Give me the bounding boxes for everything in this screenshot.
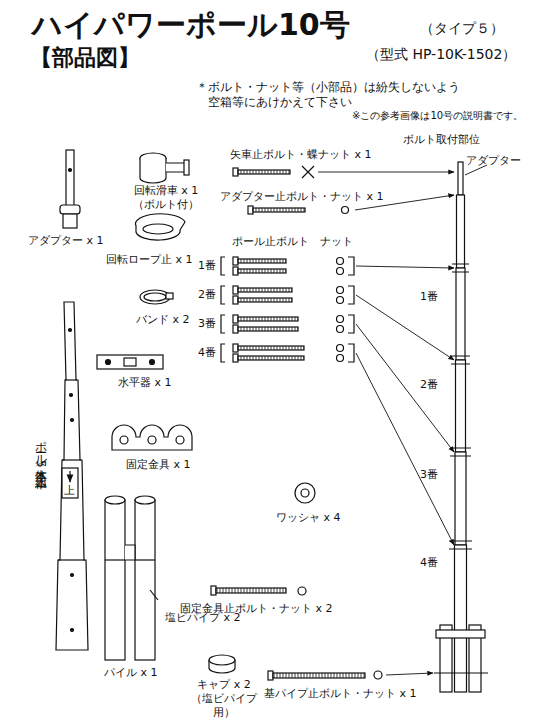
part-label: 1番 [198, 259, 216, 273]
part-label: ポール本体（5本組） x 1 [33, 432, 48, 490]
part-label: アダプター止ボルト・ナット x 1 [220, 190, 384, 204]
part-label: 基パイプ止ボルト・ナット x 1 [264, 687, 417, 701]
part-label: キャプ x 2 （塩ビパイプ用） [186, 678, 262, 719]
part-label: アダプター x 1 [28, 234, 104, 248]
part-label: 回転ロープ止 x 1 [106, 253, 193, 267]
part-label: （タイプ５） [420, 20, 504, 38]
part-label: 3番 [420, 468, 438, 482]
band-part [140, 290, 173, 304]
part-label: ＊ボルト・ナット等（小部品）は紛失しないよう 空箱等にあけかえて下さい [196, 80, 470, 110]
part-label: 1番 [420, 290, 438, 304]
pole-assembly [434, 162, 488, 692]
nut-set [221, 257, 354, 362]
part-label: パイル x 1 [104, 666, 158, 680]
pile-part [105, 496, 158, 660]
title: ハイパワーポール10号 [32, 6, 350, 44]
part-label: 水平器 x 1 [118, 376, 172, 390]
pole-body [56, 302, 88, 650]
part-label: 2番 [198, 288, 216, 302]
part-label: 矢車止ボルト・蝶ナット x 1 [230, 148, 372, 162]
cap-part [209, 655, 235, 673]
part-label: ワッシャ x 4 [276, 511, 341, 525]
part-label: 固定金具 x 1 [126, 458, 191, 472]
level-part [97, 355, 163, 369]
part-label: ボルト取付部位 [403, 133, 480, 147]
part-label: ポール止ボルト ナット [232, 235, 353, 249]
part-label: アダプター [466, 154, 521, 168]
part-label: 4番 [198, 346, 216, 360]
part-label: 回転滑車 x 1 （ボルト付） [128, 184, 204, 212]
washer-part [295, 483, 315, 503]
part-label: 上 [64, 484, 75, 498]
part-label: 【部品図】 [30, 44, 140, 72]
part-label: バンド x 2 [136, 313, 190, 327]
rope-stop-part [136, 214, 185, 240]
part-label: 4番 [420, 556, 438, 570]
part-label: （型式 HP-10K-1502） [366, 46, 516, 64]
adapter-part [60, 150, 80, 228]
part-label: ※この参考画像は10号の説明書です。 [352, 110, 523, 123]
part-label: 3番 [198, 317, 216, 331]
part-label: 2番 [420, 378, 438, 392]
pulley-part [140, 153, 189, 183]
part-label: 固定金具止ボルト・ナット x 2 [180, 602, 333, 616]
fixing-bracket-part [112, 425, 192, 450]
